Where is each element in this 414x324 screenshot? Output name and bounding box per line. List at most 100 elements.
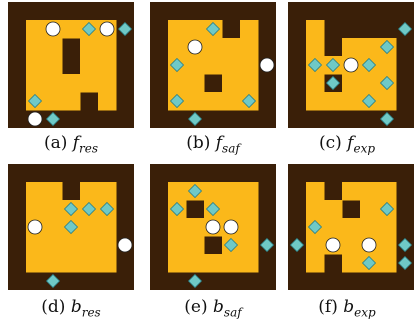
floor-cell bbox=[168, 20, 187, 39]
circle-icon bbox=[205, 219, 221, 235]
grid-world bbox=[150, 2, 276, 128]
floor-cell bbox=[44, 38, 63, 57]
floor-cell bbox=[378, 236, 397, 255]
floor-cell bbox=[222, 38, 241, 57]
caption-label: (b) bbox=[186, 133, 211, 153]
diamond-icon bbox=[379, 39, 395, 55]
grid-world bbox=[8, 164, 134, 290]
floor-cell bbox=[222, 200, 241, 219]
caption-symbol: f bbox=[72, 133, 80, 153]
floor-cell bbox=[342, 182, 361, 201]
circle-icon bbox=[343, 57, 359, 73]
floor-cell bbox=[360, 200, 379, 219]
panel-caption: (d) bres bbox=[6, 297, 136, 319]
floor-cell bbox=[44, 236, 63, 255]
floor-cell bbox=[342, 74, 361, 93]
floor-cell bbox=[98, 56, 117, 75]
floor-cell bbox=[98, 74, 117, 93]
floor-cell bbox=[324, 218, 343, 237]
diamond-icon bbox=[397, 255, 413, 271]
floor-cell bbox=[240, 56, 259, 75]
floor-cell bbox=[98, 218, 117, 237]
floor-cell bbox=[222, 56, 241, 75]
floor-cell bbox=[62, 254, 81, 273]
floor-cell bbox=[204, 254, 223, 273]
floor-cell bbox=[186, 74, 205, 93]
floor-cell bbox=[26, 56, 45, 75]
floor-cell bbox=[324, 200, 343, 219]
floor-cell bbox=[98, 92, 117, 111]
diamond-icon bbox=[27, 93, 43, 109]
caption-subscript: res bbox=[81, 305, 101, 320]
floor-cell bbox=[240, 218, 259, 237]
grid-world bbox=[8, 2, 134, 128]
diamond-icon bbox=[81, 21, 97, 37]
floor-cell bbox=[168, 236, 187, 255]
floor-cell bbox=[62, 236, 81, 255]
diamond-icon bbox=[361, 57, 377, 73]
diamond-icon bbox=[325, 75, 341, 91]
floor-cell bbox=[186, 20, 205, 39]
floor-cell bbox=[240, 236, 259, 255]
diamond-icon bbox=[397, 237, 413, 253]
diamond-icon bbox=[45, 273, 61, 289]
floor-cell bbox=[26, 254, 45, 273]
floor-cell bbox=[204, 56, 223, 75]
floor-cell bbox=[44, 254, 63, 273]
panel-caption: (c) fexp bbox=[282, 133, 412, 155]
panel-caption: (f) bexp bbox=[282, 297, 412, 319]
diamond-icon bbox=[397, 21, 413, 37]
diamond-icon bbox=[187, 183, 203, 199]
floor-cell bbox=[204, 182, 223, 201]
caption-label: (e) bbox=[184, 297, 208, 317]
floor-cell bbox=[204, 92, 223, 111]
circle-icon bbox=[325, 237, 341, 253]
circle-icon bbox=[223, 219, 239, 235]
floor-cell bbox=[306, 74, 325, 93]
floor-cell bbox=[168, 182, 187, 201]
circle-icon bbox=[187, 39, 203, 55]
floor-cell bbox=[186, 218, 205, 237]
diamond-icon bbox=[169, 201, 185, 217]
caption-symbol: f bbox=[215, 133, 223, 153]
floor-cell bbox=[80, 218, 99, 237]
floor-cell bbox=[80, 182, 99, 201]
floor-cell bbox=[44, 182, 63, 201]
floor-cell bbox=[240, 182, 259, 201]
caption-symbol: b bbox=[343, 297, 355, 317]
circle-icon bbox=[361, 237, 377, 253]
floor-cell bbox=[240, 254, 259, 273]
caption-symbol: b bbox=[213, 297, 224, 317]
floor-cell bbox=[222, 182, 241, 201]
floor-cell bbox=[98, 236, 117, 255]
floor-cell bbox=[62, 92, 81, 111]
caption-label: (f) bbox=[318, 297, 338, 317]
diamond-icon bbox=[169, 57, 185, 73]
diamond-icon bbox=[205, 201, 221, 217]
diamond-icon bbox=[379, 75, 395, 91]
floor-cell bbox=[26, 38, 45, 57]
floor-cell bbox=[26, 236, 45, 255]
floor-cell bbox=[98, 254, 117, 273]
floor-cell bbox=[222, 74, 241, 93]
floor-cell bbox=[324, 92, 343, 111]
floor-cell bbox=[342, 38, 361, 57]
diamond-icon bbox=[81, 201, 97, 217]
floor-cell bbox=[186, 236, 205, 255]
floor-cell bbox=[80, 74, 99, 93]
diamond-icon bbox=[187, 273, 203, 289]
floor-cell bbox=[342, 236, 361, 255]
diamond-icon bbox=[379, 111, 395, 127]
floor-cell bbox=[80, 56, 99, 75]
floor-cell bbox=[378, 182, 397, 201]
diamond-icon bbox=[241, 93, 257, 109]
floor-cell bbox=[240, 38, 259, 57]
diamond-icon bbox=[361, 93, 377, 109]
panel-caption: (e) bsaf bbox=[148, 297, 278, 319]
diamond-icon bbox=[325, 57, 341, 73]
caption-symbol: b bbox=[70, 297, 82, 317]
panel-caption: (b) fsaf bbox=[148, 133, 278, 155]
floor-cell bbox=[168, 38, 187, 57]
circle-icon bbox=[27, 219, 43, 235]
floor-cell bbox=[342, 254, 361, 273]
